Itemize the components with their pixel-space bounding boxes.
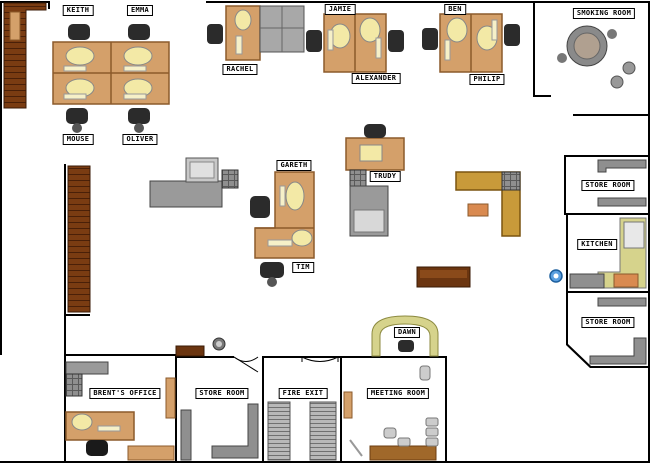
brents-office-furniture [65, 361, 176, 461]
water-cooler-icon [549, 269, 563, 283]
label-philip: PHILIP [469, 74, 505, 85]
store-room-2-shelves [589, 297, 647, 365]
store-room-1-shelves [597, 159, 647, 207]
label-smoking-room: SMOKING ROOM [572, 8, 636, 19]
right-rooms-walls [564, 155, 650, 368]
label-brents-office: BRENT'S OFFICE [89, 388, 161, 399]
store-room-3-shelves [180, 403, 259, 461]
top-left-shelves [3, 2, 47, 109]
label-keith: KEITH [62, 5, 94, 16]
kitchen-area [568, 217, 648, 289]
desk-trudy [345, 124, 405, 237]
reception-desk [455, 171, 521, 237]
label-gareth: GARETH [276, 160, 312, 171]
smoking-room-furniture [557, 25, 636, 89]
label-jamie: JAMIE [324, 4, 356, 15]
label-store-room-2: STORE ROOM [581, 317, 635, 328]
meeting-room-furniture [343, 365, 439, 461]
desk-jamie-alexander [306, 13, 404, 73]
label-mouse: MOUSE [62, 134, 94, 145]
label-alexander: ALEXANDER [351, 73, 401, 84]
desk-gareth-tim [250, 171, 315, 287]
label-trudy: TRUDY [369, 171, 401, 182]
label-ben: BEN [444, 4, 466, 15]
label-emma: EMMA [126, 5, 154, 16]
desk-rachel [207, 5, 305, 61]
doors [233, 356, 339, 373]
label-oliver: OLIVER [122, 134, 158, 145]
label-dawn: DAWN [393, 327, 421, 338]
label-fire-exit: FIRE EXIT [278, 388, 328, 399]
small-cabinet [175, 345, 205, 357]
label-kitchen: KITCHEN [577, 239, 617, 250]
plant-icon [212, 337, 226, 351]
label-store-room-1: STORE ROOM [581, 180, 635, 191]
label-store-room-3: STORE ROOM [195, 388, 249, 399]
desk-cluster-left [52, 24, 170, 133]
label-meeting-room: MEETING ROOM [366, 388, 430, 399]
desk-ben-philip [422, 13, 520, 73]
fire-exit-stairs [267, 401, 337, 461]
smoking-room-walls [533, 1, 650, 116]
label-rachel: RACHEL [222, 64, 258, 75]
low-cabinet [416, 266, 471, 288]
photocopier [149, 157, 239, 208]
dawn-reception [371, 315, 439, 357]
left-shelf-column [64, 164, 91, 356]
label-tim: TIM [292, 262, 314, 273]
